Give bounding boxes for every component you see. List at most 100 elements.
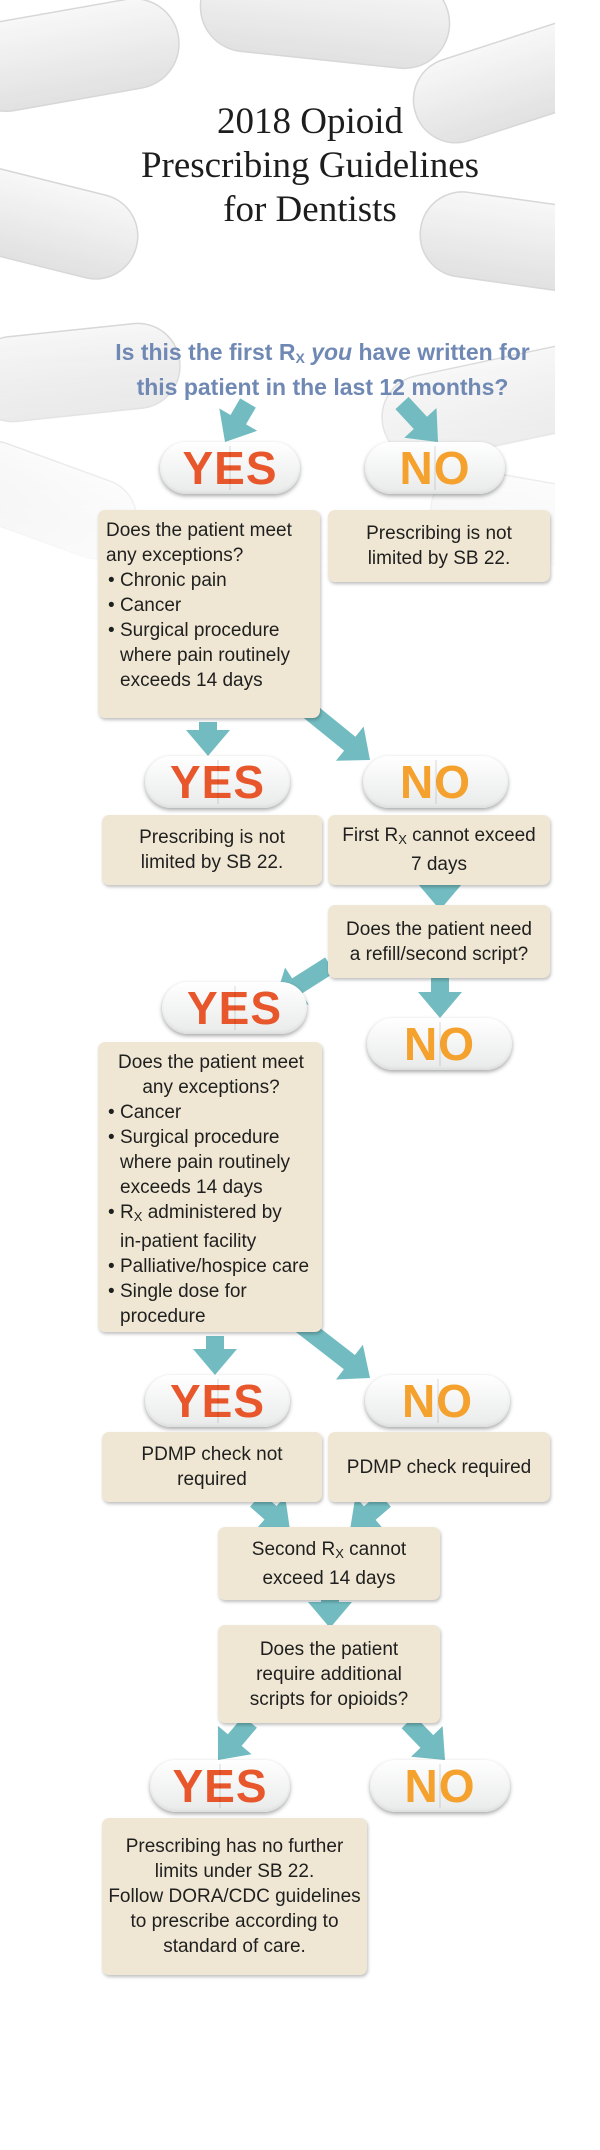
box-text: Prescribing is not <box>139 827 285 848</box>
title-line-3: for Dentists <box>223 189 397 230</box>
rx-symbol: R <box>120 1202 134 1223</box>
box-text: limited by SB 22. <box>367 548 511 569</box>
yes-label: YES <box>172 1760 268 1812</box>
exception-item-continued: exceeds 14 days <box>120 1177 263 1198</box>
box-text: PDMP check not <box>141 1444 283 1465</box>
pdmp-required-box: PDMP check required <box>328 1432 550 1502</box>
exception-item: Cancer <box>106 1100 316 1125</box>
arrow-ex1-yes <box>186 722 230 756</box>
title-line-1: 2018 Opioid <box>216 101 404 142</box>
yes-pill-additional: YES <box>150 1760 290 1812</box>
box-text: any exceptions? <box>142 1077 280 1098</box>
question-rx-subscript: X <box>295 350 305 366</box>
no-pill-refill: NO <box>367 1018 512 1070</box>
box-text: require additional <box>256 1663 402 1685</box>
box-text: exceed 14 days <box>262 1567 396 1589</box>
box-text: limits under SB 22. <box>154 1861 315 1882</box>
yes-pill-refill: YES <box>162 982 307 1034</box>
no-label: NO <box>400 756 471 808</box>
arrow-refill-no <box>418 975 462 1018</box>
exception-item: Surgical procedure <box>106 618 314 643</box>
box-text: Follow DORA/CDC guidelines <box>108 1886 361 1907</box>
question-you: you <box>311 339 353 365</box>
exception-item-continued: procedure <box>120 1306 206 1327</box>
final-guidance-box: Prescribing has no further limits under … <box>102 1818 367 1975</box>
exception-item-continued: in-patient facility <box>120 1231 257 1252</box>
yes-label: YES <box>182 442 278 494</box>
question-line2: this patient in the last 12 months? <box>136 374 509 400</box>
no-pill-ex2: NO <box>365 1375 510 1427</box>
not-limited-box-1: Prescribing is not limited by SB 22. <box>328 510 550 582</box>
no-pill-additional: NO <box>370 1760 510 1812</box>
arrow-first-rx-to-refill <box>418 884 462 910</box>
first-rx-box: First RX cannot exceed 7 days <box>328 815 550 885</box>
additional-scripts-box: Does the patient require additional scri… <box>218 1625 440 1723</box>
question-part1: Is this the first R <box>115 339 296 365</box>
box-text: Does the patient <box>259 1638 399 1660</box>
first-rx-part1: First R <box>342 825 399 846</box>
box-text: Does the patient need <box>346 918 532 940</box>
arrow-additional-no <box>401 1715 445 1760</box>
arrow-q1-yes <box>219 398 258 442</box>
box-text: required <box>177 1469 247 1490</box>
exception-item: Cancer <box>106 593 314 618</box>
box-text: Second RX cannot <box>252 1537 406 1566</box>
first-rx-part2: cannot exceed <box>406 825 536 846</box>
yes-label: YES <box>169 1375 266 1427</box>
box-text: to prescribe according to <box>130 1911 339 1932</box>
exception-item: Surgical procedure <box>106 1125 316 1150</box>
rx-subscript: X <box>133 1209 143 1224</box>
exception-text: administered by <box>147 1202 282 1223</box>
exception-item-continued: where pain routinely <box>120 645 291 666</box>
no-label: NO <box>404 1018 475 1070</box>
no-pill-q1: NO <box>365 442 505 494</box>
yes-pill-q1: YES <box>160 442 300 494</box>
arrow-pdmp-req-to-second <box>350 1493 391 1530</box>
yes-pill-ex1: YES <box>145 756 290 808</box>
no-label: NO <box>402 1375 473 1427</box>
question-part2: have written for <box>352 339 530 365</box>
arrow-second-to-additional <box>308 1600 352 1628</box>
box-text: 7 days <box>411 854 467 875</box>
second-rx-part2: cannot <box>343 1538 407 1560</box>
box-text: standard of care. <box>163 1936 306 1957</box>
box-text: scripts for opioids? <box>249 1688 409 1710</box>
refill-question-box: Does the patient need a refill/second sc… <box>328 905 550 978</box>
first-question: Is this the first RX you have written fo… <box>100 338 545 402</box>
not-limited-box-2: Prescribing is not limited by SB 22. <box>102 815 322 885</box>
arrow-pdmp-not-to-second <box>250 1493 290 1530</box>
box-text: Does the patient meet <box>106 520 292 541</box>
box-text: Does the patient meet <box>118 1052 304 1073</box>
arrow-additional-yes <box>217 1716 257 1760</box>
yes-pill-ex2: YES <box>145 1375 290 1427</box>
exception-item: Chronic pain <box>106 568 314 593</box>
box-text: limited by SB 22. <box>140 852 284 873</box>
exceptions-box-2: Does the patient meet any exceptions? Ca… <box>98 1042 322 1332</box>
second-rx-part1: Second R <box>251 1538 336 1560</box>
exception-item: Palliative/hospice care <box>106 1254 316 1279</box>
yes-label: YES <box>186 982 283 1034</box>
rx-subscript: X <box>398 832 407 847</box>
box-text: First RX cannot exceed <box>342 823 535 852</box>
exception-item-continued: exceeds 14 days <box>120 670 263 691</box>
exceptions-box-1: Does the patient meet any exceptions? Ch… <box>98 510 320 718</box>
arrow-q1-no <box>395 396 438 442</box>
yes-label: YES <box>169 756 266 808</box>
box-text: PDMP check required <box>346 1456 532 1478</box>
exception-item-continued: where pain routinely <box>120 1152 291 1173</box>
arrow-ex2-yes <box>193 1336 237 1375</box>
box-text: a refill/second script? <box>349 943 529 965</box>
exception-item: RX administered by <box>106 1200 316 1229</box>
box-text: Prescribing has no further <box>125 1836 344 1857</box>
exception-item: Single dose for <box>106 1279 316 1304</box>
box-text: Prescribing is not <box>366 523 512 544</box>
no-label: NO <box>404 1760 476 1812</box>
box-text: any exceptions? <box>106 545 244 566</box>
page-title: 2018 Opioid Prescribing Guidelines for D… <box>100 100 520 232</box>
title-line-2: Prescribing Guidelines <box>140 145 480 186</box>
pdmp-not-required-box: PDMP check not required <box>102 1432 322 1502</box>
rx-subscript: X <box>335 1545 344 1561</box>
second-rx-box: Second RX cannot exceed 14 days <box>218 1527 440 1600</box>
no-label: NO <box>399 442 471 494</box>
no-pill-ex1: NO <box>363 756 508 808</box>
